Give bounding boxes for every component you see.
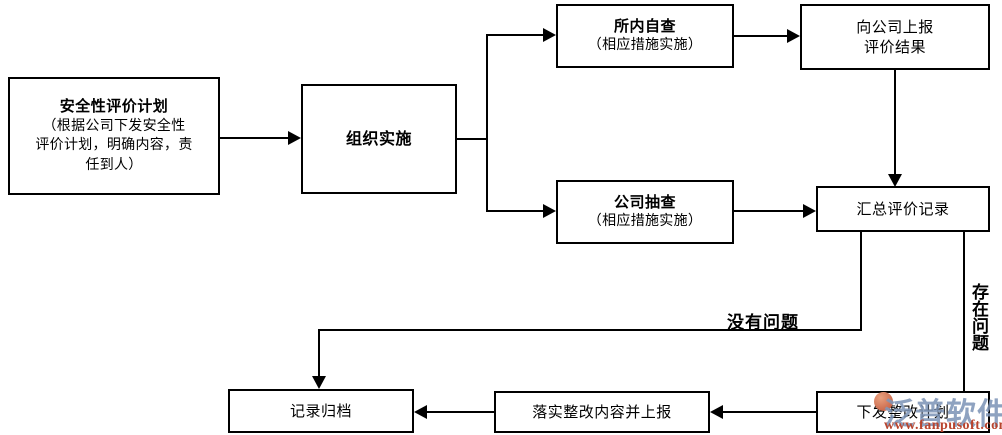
node-subtitle-company-spot-check: （相应措施实施） — [587, 213, 703, 230]
edge-branch-bus — [486, 34, 488, 212]
edge-branch-to-self-check — [486, 34, 543, 36]
arrowhead-report-to-summarize — [888, 174, 902, 187]
node-company-spot-check[interactable]: 公司抽查 （相应措施实施） — [556, 180, 734, 244]
node-title-issue-correction-plan: 下发整改计划 — [856, 402, 950, 421]
edge-report-to-summarize — [894, 70, 896, 174]
arrowhead-company-check-to-summarize — [803, 204, 816, 218]
arrowhead-branch-to-company-check — [543, 204, 556, 218]
edge-has-problem-down — [963, 232, 965, 391]
edge-no-problem-into-archive — [318, 329, 320, 376]
arrowhead-branch-to-self-check — [543, 28, 556, 42]
node-internal-self-check[interactable]: 所内自查 （相应措施实施） — [556, 4, 734, 68]
arrowhead-self-check-to-report — [787, 29, 800, 43]
arrowhead-plan-to-organize — [288, 131, 301, 145]
edge-no-problem-down — [860, 232, 862, 331]
edge-label-has-problem: 存在问题 — [968, 283, 988, 351]
node-subtitle-internal-self-check: （相应措施实施） — [587, 37, 703, 54]
node-title-summarize-records: 汇总评价记录 — [856, 199, 950, 218]
node-archive-records[interactable]: 记录归档 — [228, 389, 414, 433]
edge-branch-to-company-check — [486, 210, 543, 212]
node-title-internal-self-check: 所内自查 — [613, 17, 676, 36]
node-summarize-records[interactable]: 汇总评价记录 — [816, 186, 990, 232]
node-title-archive-records: 记录归档 — [289, 401, 352, 420]
node-safety-evaluation-plan[interactable]: 安全性评价计划 （根据公司下发安全性 评价计划，明确内容，责 任到人） — [8, 77, 220, 195]
edge-implement-to-archive — [427, 411, 494, 413]
edge-issue-plan-to-implement — [723, 411, 816, 413]
arrowhead-implement-to-archive — [414, 405, 427, 419]
node-title-report-to-company: 向公司上报 评价结果 — [856, 17, 934, 56]
node-title-implement-corrections: 落实整改内容并上报 — [532, 402, 672, 421]
edge-no-problem-left — [318, 329, 862, 331]
node-title-company-spot-check: 公司抽查 — [613, 193, 676, 212]
edge-self-check-to-report — [734, 35, 787, 37]
node-subtitle-safety-evaluation-plan: （根据公司下发安全性 评价计划，明确内容，责 任到人） — [35, 117, 193, 173]
edge-company-check-to-summarize — [734, 210, 803, 212]
node-title-safety-evaluation-plan: 安全性评价计划 — [59, 97, 169, 116]
edge-plan-to-organize — [220, 137, 288, 139]
edge-organize-stem — [457, 138, 488, 140]
node-implement-corrections[interactable]: 落实整改内容并上报 — [494, 391, 710, 433]
edge-label-no-problem: 没有问题 — [727, 313, 799, 333]
node-report-to-company[interactable]: 向公司上报 评价结果 — [800, 4, 990, 70]
arrowhead-issue-plan-to-implement — [710, 405, 723, 419]
node-title-organize-implementation: 组织实施 — [345, 129, 412, 149]
node-issue-correction-plan[interactable]: 下发整改计划 — [816, 391, 990, 433]
node-organize-implementation[interactable]: 组织实施 — [301, 84, 457, 194]
arrowhead-no-problem-to-archive — [312, 376, 326, 389]
